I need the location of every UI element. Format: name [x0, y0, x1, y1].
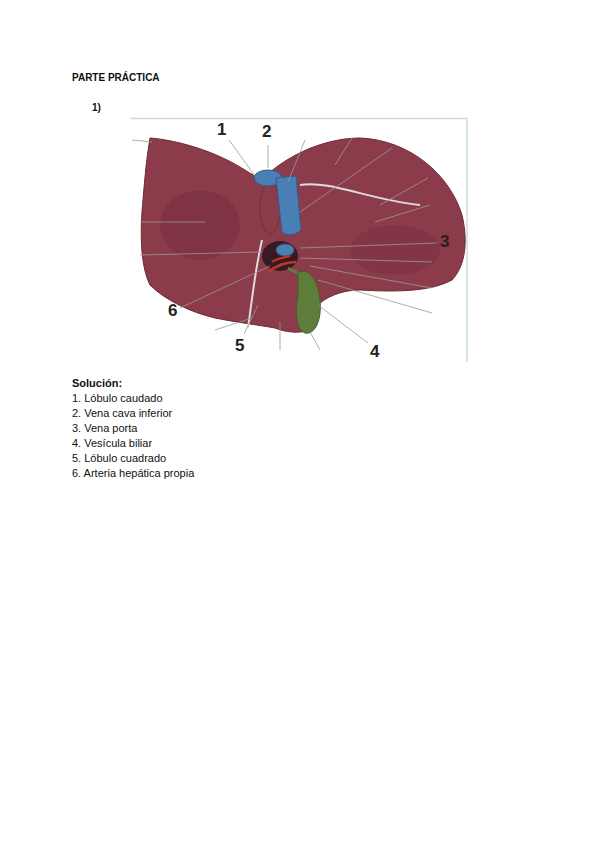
frame-line — [466, 118, 468, 362]
leader-line — [310, 332, 320, 350]
leader-line — [300, 258, 432, 262]
solution-item: 2. Vena cava inferior — [72, 407, 172, 420]
leader-line — [335, 138, 352, 165]
leader-line — [380, 178, 428, 205]
leader-line — [215, 318, 252, 330]
leader-line — [140, 252, 262, 255]
question-number: 1) — [92, 102, 101, 114]
hepatic-artery-branch — [272, 256, 290, 262]
solution-item: 1. Lóbulo caudado — [72, 392, 163, 405]
leader-line — [180, 266, 270, 308]
solution-item: 3. Vena porta — [72, 422, 137, 435]
leader-line — [375, 205, 430, 222]
page-title: PARTE PRÁCTICA — [72, 72, 160, 84]
callout-number: 4 — [370, 342, 379, 362]
vena-cava-inferior — [276, 176, 301, 235]
liver-outline — [141, 138, 465, 332]
porta-hepatis — [262, 241, 298, 271]
leader-line — [300, 148, 392, 212]
leader-line — [132, 140, 152, 142]
frame-line — [130, 118, 468, 120]
leader-line — [318, 305, 368, 343]
callout-number: 6 — [168, 301, 177, 321]
leader-line — [229, 140, 255, 176]
portal-vein — [276, 244, 294, 256]
callout-number: 1 — [217, 120, 226, 140]
round-ligament — [248, 240, 262, 328]
gastric-impression — [350, 225, 440, 275]
leader-line — [140, 222, 205, 223]
ligament — [300, 184, 420, 205]
leader-line — [318, 280, 432, 313]
leader-line — [268, 145, 269, 168]
callout-number: 2 — [262, 122, 271, 142]
leader-lines — [132, 138, 437, 350]
gallbladder — [296, 271, 320, 333]
image-frame — [130, 118, 468, 362]
callout-number: 3 — [440, 232, 449, 252]
solution-item: 4. Vesícula biliar — [72, 437, 152, 450]
solution-heading: Solución: — [72, 377, 122, 390]
callout-number: 5 — [235, 336, 244, 356]
leader-line — [310, 266, 432, 288]
solution-item: 5. Lóbulo cuadrado — [72, 452, 166, 465]
solution-item: 6. Arteria hepática propia — [72, 467, 194, 480]
leader-line — [300, 243, 437, 248]
leader-line — [288, 140, 305, 182]
leader-line — [280, 322, 281, 350]
renal-impression — [160, 190, 240, 260]
